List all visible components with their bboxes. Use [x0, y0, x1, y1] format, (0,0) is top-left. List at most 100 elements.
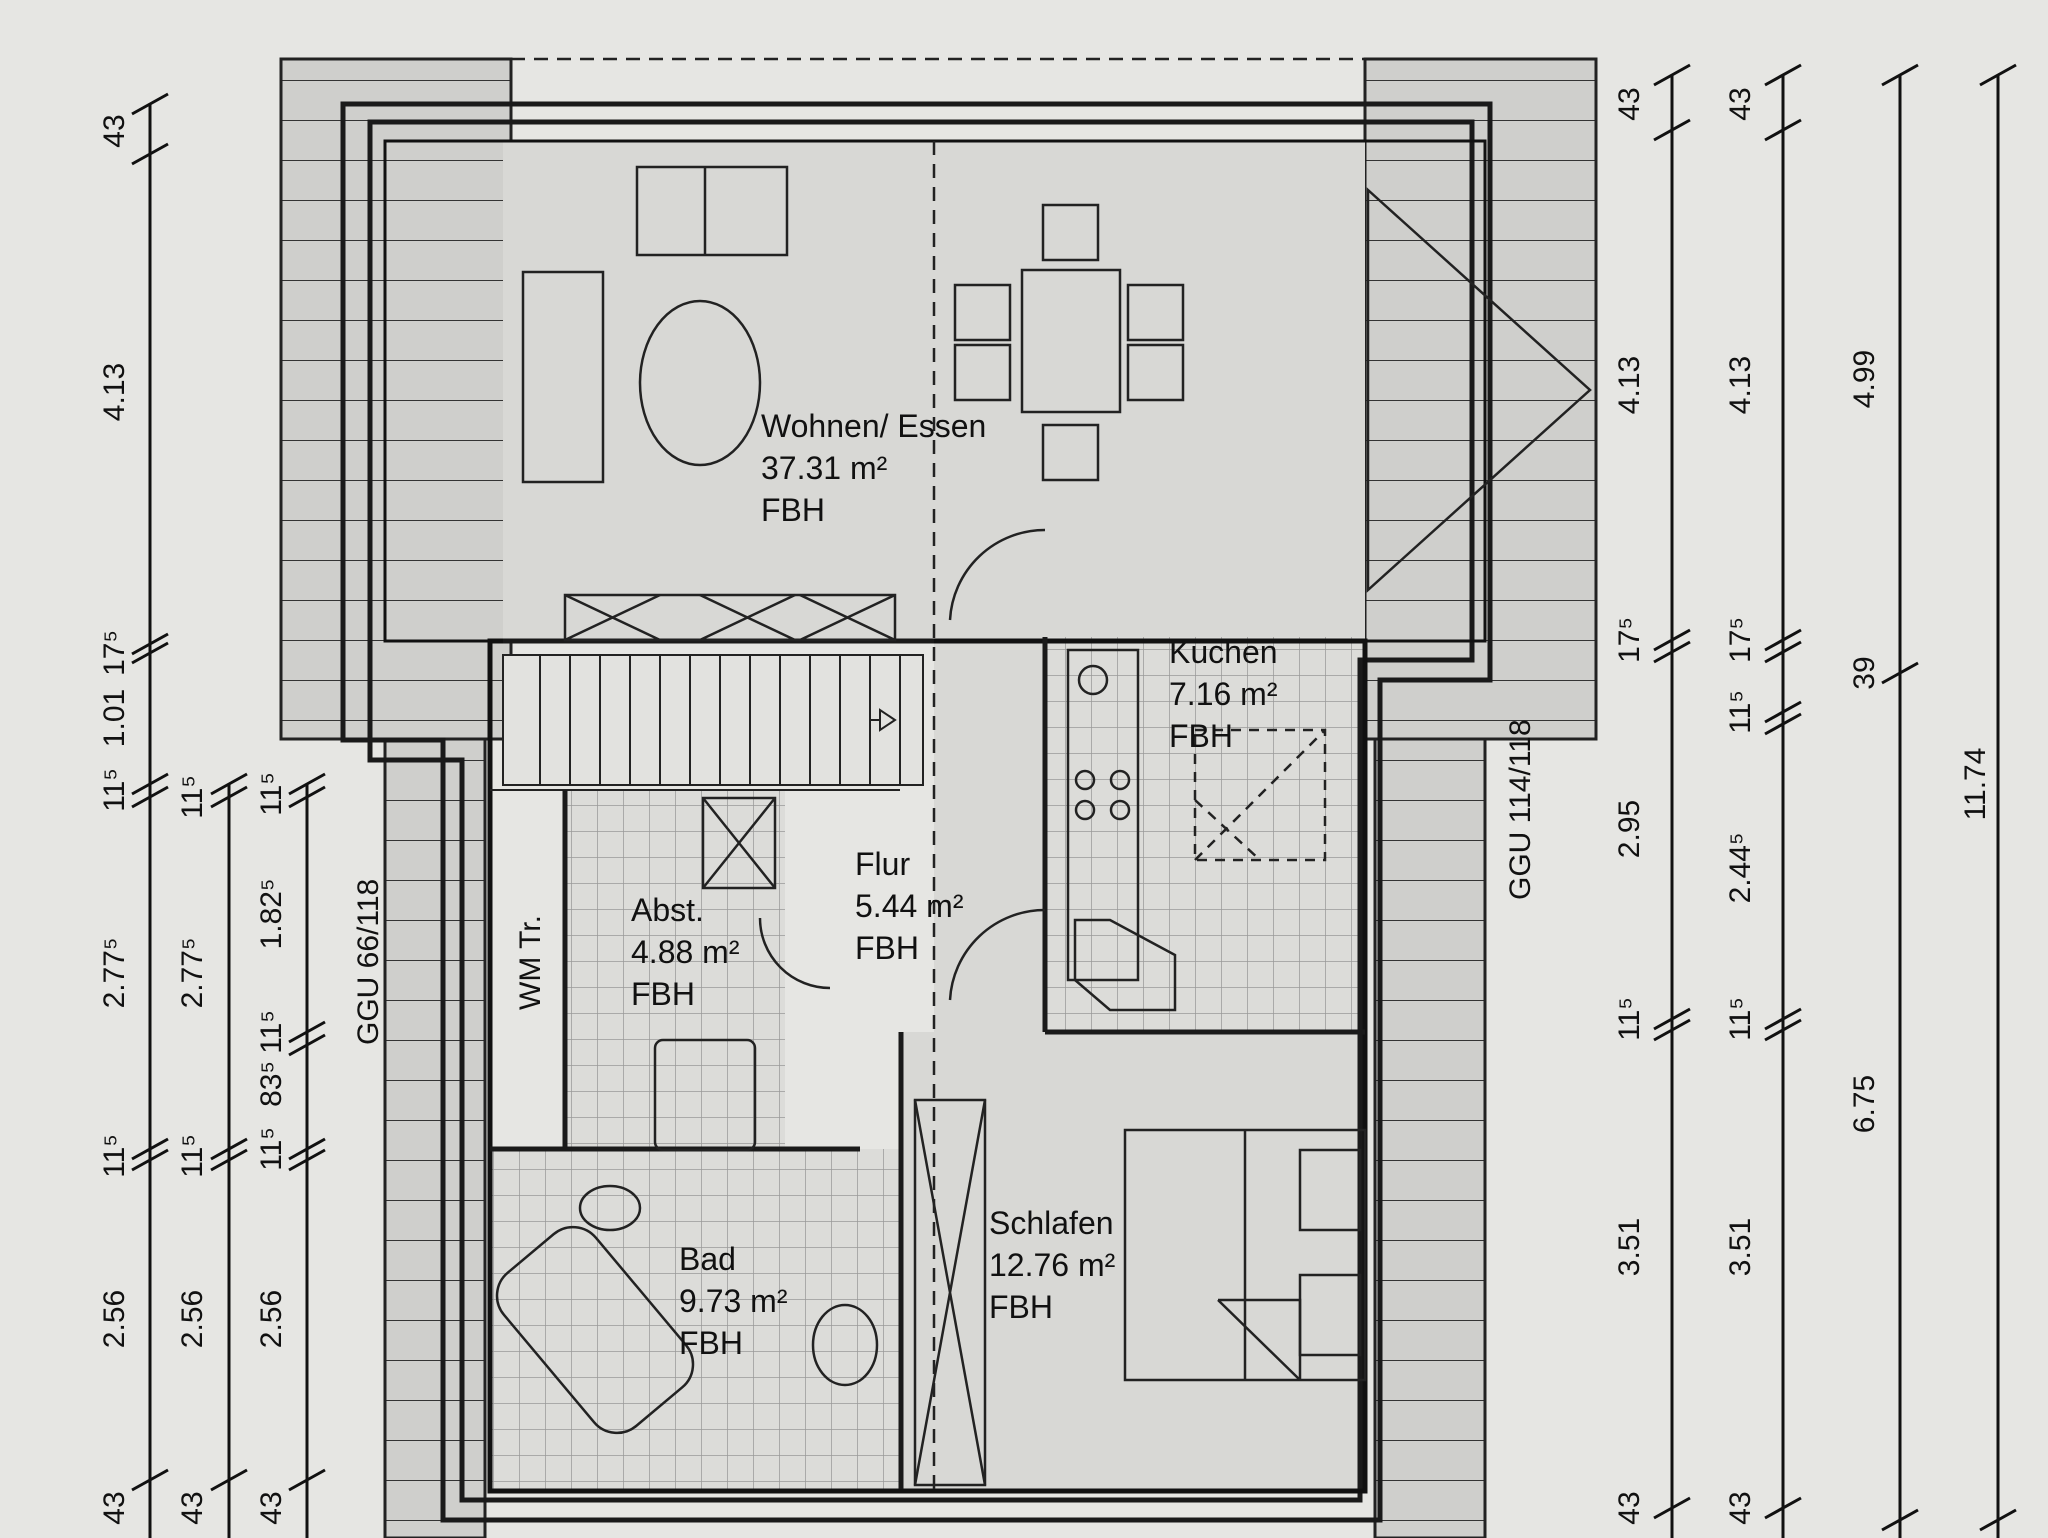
- dimension-tick: [288, 1137, 326, 1161]
- dimension-value: 11.74: [1959, 748, 1992, 821]
- dimension-tick: [1764, 1018, 1802, 1042]
- dimension-tick: [1653, 1496, 1691, 1520]
- dimension-tick: [288, 772, 326, 796]
- dimension-tick: [210, 1148, 248, 1172]
- dimension-tick: [131, 1137, 169, 1161]
- window-label-right: GGU 114/118: [1504, 719, 1537, 900]
- walls: [340, 101, 1493, 1523]
- dimension-value: 1.01: [98, 689, 131, 747]
- dimension-tick: [1653, 640, 1691, 664]
- dimension-value: 1.82⁵: [255, 879, 288, 950]
- room-name: Küchen: [1169, 634, 1278, 670]
- wardrobe: [913, 1098, 987, 1487]
- dimension-tick: [210, 772, 248, 796]
- dimension-tick: [1881, 63, 1919, 87]
- dimension-value: 11⁵: [176, 1134, 209, 1178]
- toilet: [578, 1184, 642, 1232]
- dimension-tick: [1764, 712, 1802, 736]
- dimension-tick: [1881, 661, 1919, 685]
- dimension-value: 11⁵: [255, 772, 288, 816]
- sideboard: [563, 593, 897, 642]
- staircase: [502, 654, 924, 786]
- corner-sink: [1073, 918, 1177, 1012]
- dimension-tick: [1764, 1496, 1802, 1520]
- dimension-value: 43: [1613, 1491, 1646, 1524]
- washbasin: [811, 1303, 879, 1387]
- furniture: [495, 165, 1592, 1487]
- dimension-value: 3.51: [1724, 1218, 1757, 1276]
- dimension-value: 4.13: [98, 363, 131, 421]
- dimension-tick: [288, 1468, 326, 1492]
- roof-window-symbol: [1366, 187, 1592, 593]
- room-area: 5.44 m²: [855, 888, 964, 924]
- dimension-value: 11⁵: [255, 1127, 288, 1171]
- shower: [653, 1038, 757, 1152]
- room-area: 7.16 m²: [1169, 676, 1278, 712]
- room-name: Wohnen/ Essen: [761, 408, 986, 444]
- window-label-left: GGU 66/118: [352, 879, 385, 1045]
- dimension-value: 43: [176, 1491, 209, 1524]
- dimension-value: 43: [255, 1491, 288, 1524]
- bathtub: [495, 1225, 695, 1435]
- room-area: 9.73 m²: [679, 1283, 788, 1319]
- dimension-value: 39: [1848, 656, 1881, 689]
- dimension-tick: [210, 1468, 248, 1492]
- dimension-tick: [131, 641, 169, 665]
- dimension-value: 2.77⁵: [98, 938, 131, 1009]
- dimension-tick: [1979, 63, 2017, 87]
- dimension-tick: [131, 92, 169, 116]
- dimension-tick: [1764, 1007, 1802, 1031]
- dimension-value: 6.75: [1848, 1075, 1881, 1133]
- dimension-tick: [131, 785, 169, 809]
- dimension-value: 2.56: [255, 1290, 288, 1348]
- dimension-tick: [1653, 1018, 1691, 1042]
- dimension-chains: 434.1317⁵1.0111⁵2.77⁵11⁵2.564311⁵2.77⁵11…: [98, 63, 2017, 1538]
- dimension-value: 2.95: [1613, 800, 1646, 858]
- sofa: [521, 270, 605, 484]
- room-name: Flur: [855, 846, 910, 882]
- dimension-tick: [1881, 1508, 1919, 1532]
- dimension-tick: [1653, 118, 1691, 142]
- dimension-tick: [288, 1020, 326, 1044]
- dining-table: [1020, 268, 1122, 414]
- dimension-value: 11⁵: [98, 768, 131, 812]
- floors: [490, 141, 1365, 1489]
- dimension-tick: [288, 1033, 326, 1057]
- dimension-tick: [288, 1148, 326, 1172]
- dimension-value: 43: [98, 1491, 131, 1524]
- dimension-tick: [288, 785, 326, 809]
- laundry-label: WM Tr.: [514, 915, 547, 1010]
- dimension-tick: [131, 772, 169, 796]
- dimension-value: 11⁵: [1724, 690, 1757, 734]
- kitchen-counter: [1066, 648, 1140, 982]
- room-name: Schlafen: [989, 1205, 1114, 1241]
- dimension-tick: [1764, 628, 1802, 652]
- dimension-tick: [1764, 640, 1802, 664]
- dimension-tick: [131, 632, 169, 656]
- dimension-value: 11⁵: [1724, 997, 1757, 1041]
- dimension-value: 11⁵: [176, 775, 209, 819]
- dimension-value: 4.13: [1724, 356, 1757, 414]
- dimension-value: 11⁵: [255, 1010, 288, 1054]
- dimension-value: 17⁵: [98, 630, 131, 676]
- room-heating: FBH: [631, 976, 695, 1012]
- dimension-tick: [1979, 1508, 2017, 1532]
- dimension-tick: [1653, 1007, 1691, 1031]
- dimension-value: 4.13: [1613, 356, 1646, 414]
- armchair-pair: [635, 165, 789, 257]
- room-area: 37.31 m²: [761, 450, 888, 486]
- dimension-tick: [131, 1148, 169, 1172]
- dimension-tick: [131, 1468, 169, 1492]
- roof-eaves: [279, 57, 1598, 1538]
- dimension-tick: [210, 785, 248, 809]
- dimension-tick: [1764, 118, 1802, 142]
- dimension-value: 17⁵: [1613, 617, 1646, 663]
- dimension-value: 11⁵: [98, 1134, 131, 1178]
- room-heating: FBH: [1169, 718, 1233, 754]
- dimension-value: 11⁵: [1613, 997, 1646, 1041]
- room-heating: FBH: [855, 930, 919, 966]
- room-name: Bad: [679, 1241, 736, 1277]
